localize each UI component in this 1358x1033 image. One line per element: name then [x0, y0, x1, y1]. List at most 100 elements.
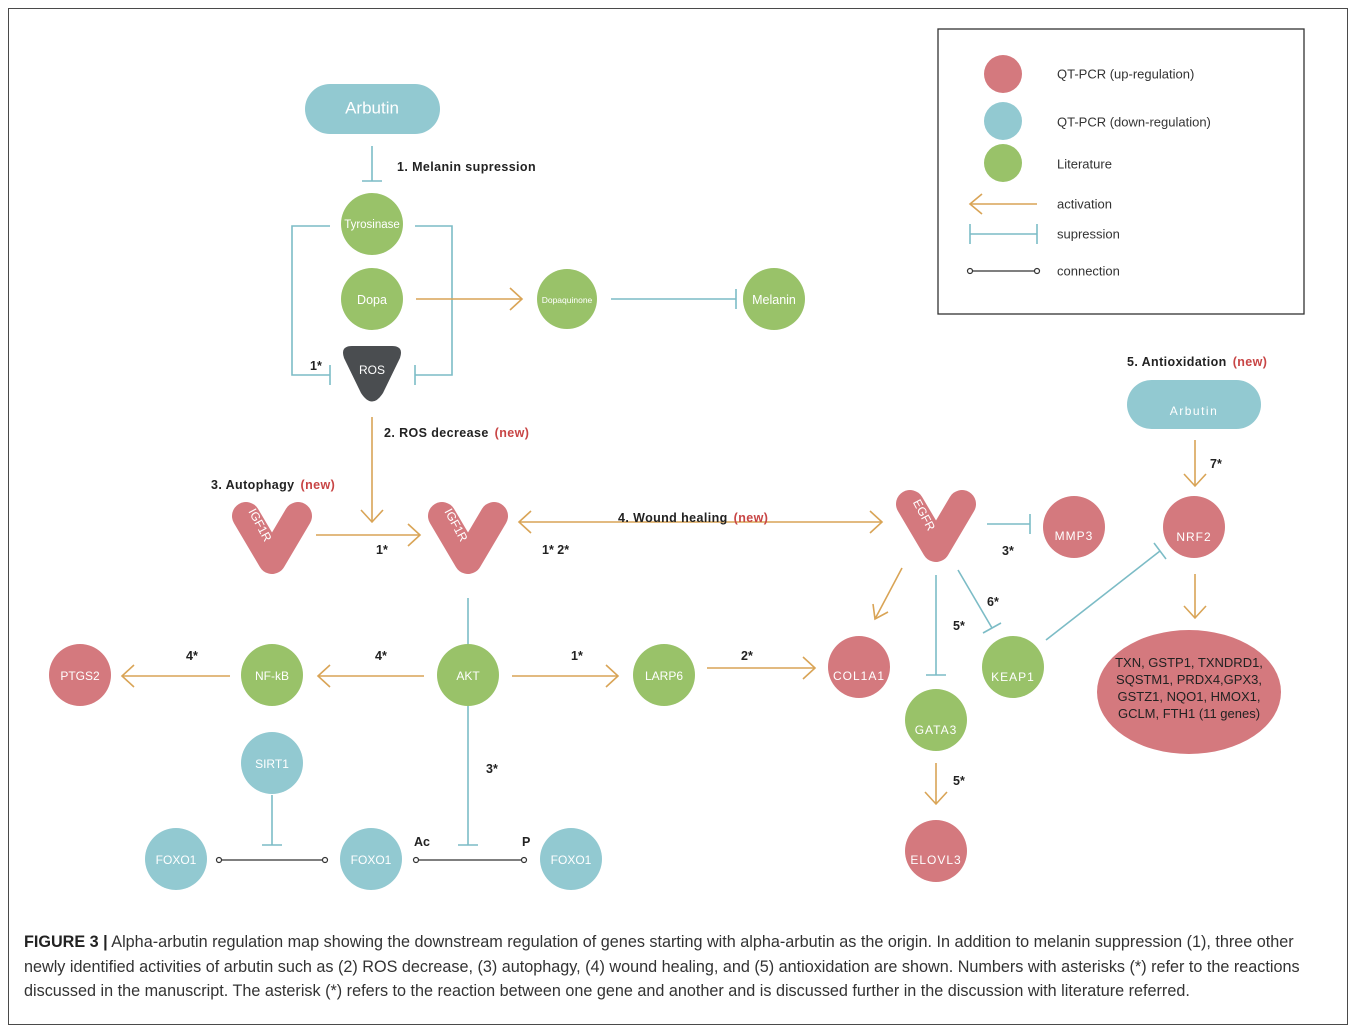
- legend-item-connection: connection: [966, 264, 1120, 279]
- node-foxo1-c: FOXO1: [540, 828, 602, 890]
- legend-label-suppression: supression: [1057, 227, 1120, 242]
- svg-text:Tyrosinase: Tyrosinase: [344, 219, 400, 231]
- edge-larp6-activates-col1a1: [707, 656, 817, 680]
- connection-foxo1-b-c: [412, 856, 528, 864]
- edge-label-larp6-col: 2*: [741, 649, 753, 663]
- node-keap1: KEAP1: [982, 636, 1044, 698]
- edge-tyrosinase-suppresses-ros-left: [291, 225, 331, 385]
- edge-label-egfr-mmp3: 3*: [1002, 544, 1014, 558]
- edges: [120, 146, 1207, 864]
- suppression-bar-icon: [969, 224, 1038, 244]
- edge-label-igf: 1*: [376, 543, 388, 557]
- connection-foxo1-a-b: [215, 856, 329, 864]
- node-mmp3: MMP3: [1043, 496, 1105, 558]
- figure-frame: [8, 8, 1348, 1025]
- svg-text:FOXO1: FOXO1: [156, 853, 197, 867]
- legend-item-up: QT-PCR (up-regulation): [984, 55, 1194, 93]
- node-dopaquinone: Dopaquinone: [537, 269, 597, 329]
- svg-text:Dopaquinone: Dopaquinone: [542, 295, 593, 305]
- heading-ros-decrease: 2. ROS decrease(new): [384, 426, 529, 440]
- edge-tyrosinase-suppresses-ros-right: [414, 225, 453, 385]
- legend-label-down: QT-PCR (down-regulation): [1057, 115, 1211, 130]
- section-headings: 1. Melanin supression 2. ROS decrease(ne…: [211, 160, 1267, 525]
- edge-igf1r-egfr-bidirectional: [517, 510, 884, 534]
- legend-item-literature: Literature: [984, 144, 1112, 182]
- heading-autophagy: 3. Autophagy(new): [211, 478, 335, 492]
- edge-label-ros: 1*: [310, 359, 322, 373]
- edge-label-akt-foxo: 3*: [486, 762, 498, 776]
- node-arbutin-right: Arbutin: [1127, 380, 1261, 429]
- edge-ros-activates-igf1r: [360, 417, 384, 524]
- svg-text:PTGS2: PTGS2: [60, 669, 100, 683]
- node-col1a1: COL1A1: [828, 636, 890, 698]
- node-melanin: Melanin: [743, 268, 805, 330]
- caption-text: Alpha-arbutin regulation map showing the…: [24, 933, 1300, 1000]
- legend-label-connection: connection: [1057, 264, 1120, 279]
- edge-igf1r-activates-igf1r: [316, 523, 422, 547]
- edge-keap1-suppresses-nrf2: [1045, 542, 1167, 641]
- edge-egfr-suppresses-keap1: [957, 569, 1002, 634]
- svg-text:GATA3: GATA3: [915, 723, 958, 737]
- connection-line-icon: [966, 267, 1041, 275]
- edge-labels: 1* 1* 1* 2* 4* 4* 1* 2* 3* 6* 5* 5* 7* 3…: [186, 359, 1222, 849]
- nodes: Arbutin Tyrosinase Dopa ROS Dopaquinone …: [49, 84, 1281, 890]
- gene-cluster-line-3: GSTZ1, NQO1, HMOX1,: [1117, 689, 1260, 704]
- svg-text:FOXO1: FOXO1: [351, 853, 392, 867]
- edge-arbutin-activates-nrf2: [1183, 440, 1207, 488]
- svg-text:FOXO1: FOXO1: [551, 853, 592, 867]
- gene-cluster-line-4: GCLM, FTH1 (11 genes): [1118, 706, 1260, 721]
- node-foxo1-b: FOXO1: [340, 828, 402, 890]
- gene-cluster-line-1: TXN, GSTP1, TXNDRD1,: [1115, 655, 1263, 670]
- node-dopa: Dopa: [341, 268, 403, 330]
- edge-egfr-activates-col1a1: [872, 567, 903, 621]
- svg-text:NRF2: NRF2: [1176, 530, 1211, 544]
- svg-text:Arbutin: Arbutin: [1170, 404, 1219, 418]
- svg-text:MMP3: MMP3: [1055, 529, 1094, 543]
- down-regulation-swatch-icon: [984, 102, 1022, 140]
- node-larp6: LARP6: [633, 644, 695, 706]
- svg-text:Dopa: Dopa: [357, 293, 387, 307]
- legend-item-activation: activation: [968, 193, 1112, 215]
- caption-label: FIGURE 3 |: [24, 933, 108, 951]
- node-elovl3: ELOVL3: [905, 820, 967, 882]
- edge-egfr-suppresses-gata3: [926, 575, 946, 676]
- legend-item-suppression: supression: [969, 224, 1120, 244]
- literature-swatch-icon: [984, 144, 1022, 182]
- edge-nrf2-activates-genes: [1183, 574, 1207, 620]
- svg-text:ELOVL3: ELOVL3: [910, 853, 961, 867]
- svg-text:ROS: ROS: [359, 363, 385, 377]
- svg-text:AKT: AKT: [456, 669, 480, 683]
- up-regulation-swatch-icon: [984, 55, 1022, 93]
- svg-text:SIRT1: SIRT1: [255, 757, 289, 771]
- node-ptgs2: PTGS2: [49, 644, 111, 706]
- node-igf1r-left: IGF1R: [232, 502, 312, 574]
- node-arbutin-top: Arbutin: [305, 84, 440, 134]
- node-egfr: EGFR: [896, 490, 976, 562]
- edge-dopa-activates-dopaquinone: [416, 287, 524, 311]
- svg-text:LARP6: LARP6: [645, 669, 683, 683]
- edge-label-gata3-elovl3: 5*: [953, 774, 965, 788]
- edge-label-arb-nrf2: 7*: [1210, 457, 1222, 471]
- svg-text:Melanin: Melanin: [752, 293, 796, 307]
- node-ros: ROS: [343, 346, 401, 402]
- legend-label-up: QT-PCR (up-regulation): [1057, 67, 1194, 82]
- regulation-map: .nl { font-family: "Liberation Sans", "D…: [49, 28, 1305, 890]
- edge-dopaquinone-suppresses-melanin: [611, 289, 737, 309]
- edge-label-akt-nfkb: 4*: [375, 649, 387, 663]
- edge-label-phosphorylation: P: [522, 835, 530, 849]
- node-foxo1-a: FOXO1: [145, 828, 207, 890]
- svg-text:NF-kB: NF-kB: [255, 669, 289, 683]
- heading-wound-healing: 4. Wound healing(new): [618, 511, 768, 525]
- gene-cluster-line-2: SQSTM1, PRDX4,GPX3,: [1116, 672, 1262, 687]
- edge-label-akt-larp6: 1*: [571, 649, 583, 663]
- svg-text:KEAP1: KEAP1: [991, 670, 1035, 684]
- edge-gata3-activates-elovl3: [924, 763, 948, 806]
- edge-arbutin-suppresses-tyrosinase: [362, 146, 382, 182]
- svg-text:Arbutin: Arbutin: [345, 99, 399, 118]
- edge-egfr-suppresses-mmp3: [987, 514, 1031, 534]
- edge-label-acetylation: Ac: [414, 835, 430, 849]
- edge-label-egfr-gata3: 5*: [953, 619, 965, 633]
- edge-label-igf-egfr: 1* 2*: [542, 543, 569, 557]
- activation-arrow-icon: [968, 193, 1037, 215]
- edge-label-nfkb-ptgs2: 4*: [186, 649, 198, 663]
